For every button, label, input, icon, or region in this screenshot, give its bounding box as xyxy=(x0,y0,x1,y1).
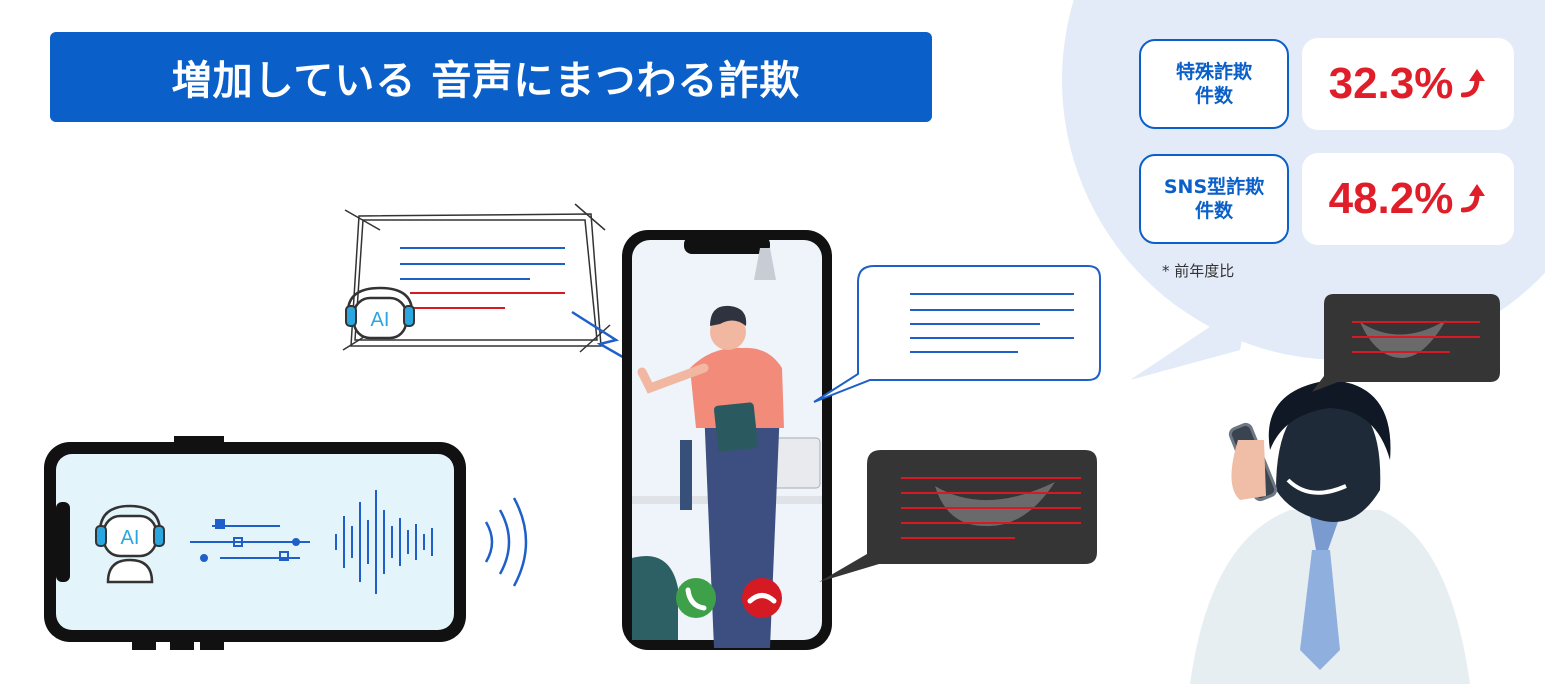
up-arrow-icon xyxy=(1461,69,1486,98)
answer-call-icon xyxy=(676,578,716,618)
ai-badge-text: AI xyxy=(371,309,390,331)
bubble-tail xyxy=(1130,300,1250,380)
page-title: 増加している 音声にまつわる詐欺 xyxy=(171,58,801,104)
stat-label-special-fraud: 特殊詐欺 件数 xyxy=(1139,39,1289,129)
stat-value-text: 32.3% xyxy=(1328,59,1454,108)
ai-robot-icon: AI xyxy=(95,504,165,584)
stat-value-text: 48.2% xyxy=(1328,174,1454,223)
stat-value-special-fraud: 32.3% xyxy=(1302,38,1514,130)
ai-robot-icon: AI xyxy=(345,286,415,340)
landscape-phone-ai-voice xyxy=(44,436,528,650)
speech-bubble-scammer xyxy=(819,450,1097,582)
speech-bubble-victim xyxy=(813,265,1101,403)
ai-badge-text: AI xyxy=(121,527,140,549)
stat-value-sns-fraud: 48.2% xyxy=(1302,153,1514,245)
title-banner: 増加している 音声にまつわる詐欺 xyxy=(50,32,932,122)
up-arrow-icon xyxy=(1461,184,1486,213)
footnote: * 前年度比 xyxy=(1162,262,1235,280)
smartphone-call xyxy=(622,230,832,650)
stat-label-sns-fraud: SNS型詐欺 件数 xyxy=(1139,154,1289,244)
scammer-on-phone xyxy=(1190,294,1500,684)
